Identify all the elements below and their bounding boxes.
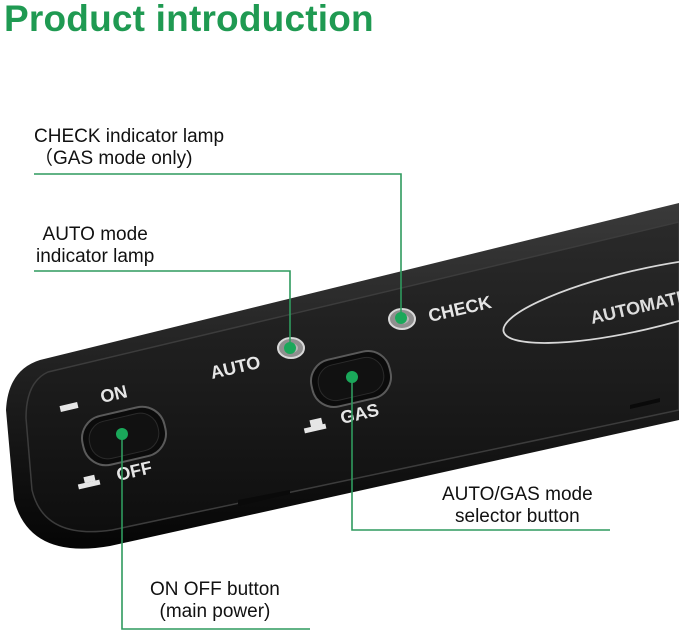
check-lamp-callout-line2: （GAS mode only) [34,148,193,169]
selector-marker-dot [346,371,358,383]
marker-dots [116,312,407,440]
onoff-marker-dot [116,428,128,440]
selector-callout-line1: AUTO/GAS mode [442,484,593,505]
selector-callout: AUTO/GAS mode selector button [442,484,593,528]
onoff-callout-line1: ON OFF button [150,579,280,600]
gas-position-icon [303,417,327,434]
page-title: Product introduction [4,0,374,39]
onoff-callout-line2: (main power) [159,601,271,622]
check-leader-line [34,173,402,318]
onoff-leader-line [121,434,310,630]
off-position-icon [77,474,101,490]
auto-marker-dot [284,342,296,354]
auto-lamp-callout-line2: indicator lamp [36,246,155,267]
on-position-icon [59,402,79,412]
selector-callout-line2: selector button [455,506,580,527]
auto-lamp-callout: AUTO mode indicator lamp [36,224,154,268]
auto-leader-line [34,270,291,348]
check-lamp-callout-line1: CHECK indicator lamp [34,126,225,147]
selector-leader-line [351,377,610,531]
leader-lines [34,173,610,630]
check-lamp-callout: CHECK indicator lamp （GAS mode only) [34,126,224,170]
auto-lamp-callout-line1: AUTO mode [42,224,148,245]
check-marker-dot [395,312,407,324]
onoff-callout: ON OFF button (main power) [150,579,280,623]
